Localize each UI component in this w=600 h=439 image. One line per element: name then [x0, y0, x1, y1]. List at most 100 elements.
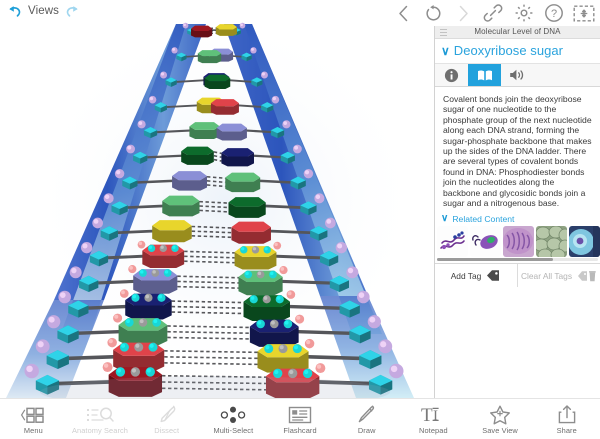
structure-header[interactable]: ∨ Deoxyribose sugar [435, 39, 600, 63]
tool-flashcard[interactable]: Flashcard [267, 399, 334, 439]
nucleotide-pair[interactable] [47, 313, 381, 347]
chevron-down-icon[interactable]: ∨ [441, 43, 450, 58]
nucleotide-pair[interactable] [35, 337, 393, 373]
deoxyribose-sugar [241, 52, 252, 62]
phosphate-group [314, 193, 325, 204]
add-tag-button[interactable]: Add Tag [435, 264, 517, 287]
tool-menu[interactable]: Menu [0, 399, 67, 439]
redo-arrow-icon[interactable] [64, 3, 81, 19]
atom-node [120, 289, 129, 298]
open-book-icon [477, 69, 492, 80]
related-content-scrollbar[interactable] [435, 257, 600, 262]
bottom-toolbar: Menu Anatomy Search Dissect [0, 398, 600, 439]
tab-definition[interactable] [468, 64, 501, 86]
deoxyribose-sugar [46, 350, 69, 369]
nucleotide-pair[interactable] [114, 168, 314, 193]
undo-arrow-icon[interactable] [6, 3, 23, 19]
nitrogenous-base [204, 74, 231, 89]
nitrogenous-base [189, 122, 220, 140]
tab-info[interactable] [435, 64, 468, 86]
deoxyribose-sugar [270, 126, 285, 139]
deoxyribose-sugar [319, 250, 339, 267]
tool-dissect[interactable]: Dissect [133, 399, 200, 439]
tool-save-view[interactable]: Save View [467, 399, 534, 439]
phosphate-group [335, 242, 348, 254]
views-control[interactable]: Views [6, 3, 81, 19]
atom-node [262, 295, 271, 304]
clear-all-tags-button[interactable]: Clear All Tags [517, 264, 600, 288]
phosphate-group [114, 168, 125, 179]
phosphate-group [239, 22, 246, 29]
settings-gear-icon[interactable] [511, 1, 536, 25]
back-chevron-icon[interactable] [391, 1, 416, 25]
tool-label: Save View [482, 426, 518, 435]
flashcard-icon [288, 404, 312, 425]
phosphate-group [58, 290, 71, 304]
multi-select-icon [218, 404, 248, 425]
related-content-header[interactable]: ∨ Related Content [435, 212, 600, 225]
atom-node [279, 266, 288, 275]
nucleotide-pair[interactable] [103, 193, 325, 218]
tab-audio[interactable] [501, 64, 534, 86]
atom-node [148, 342, 158, 352]
panel-drag-handle-icon[interactable] [440, 29, 447, 36]
help-icon[interactable]: ? [541, 1, 566, 25]
atom-node [251, 246, 260, 254]
thumbnail-bacterium[interactable] [470, 226, 501, 258]
nucleotide-pair[interactable] [171, 47, 257, 64]
nucleotide-pair[interactable] [126, 144, 302, 167]
grid-menu-icon [19, 404, 47, 425]
atom-node [125, 318, 134, 327]
phosphate-group [171, 47, 178, 54]
thumbnail-cells[interactable] [536, 226, 567, 258]
panel-title-bar[interactable]: Molecular Level of DNA [435, 26, 600, 39]
nitrogenous-base [231, 221, 271, 244]
info-panel: Molecular Level of DNA ∨ Deoxyribose sug… [434, 26, 600, 398]
chevron-down-icon-related[interactable]: ∨ [441, 213, 449, 225]
atom-node [292, 344, 302, 354]
deoxyribose-sugar [89, 250, 109, 267]
thumbnail-nucleus[interactable] [569, 226, 600, 258]
model-viewport[interactable] [0, 0, 434, 398]
phosphate-group [92, 217, 103, 229]
tag-icon [487, 270, 500, 282]
dna-double-helix-3d-model[interactable] [0, 0, 434, 398]
atom-node [144, 293, 153, 302]
fit-to-screen-icon[interactable] [571, 1, 596, 25]
scalpel-icon [155, 404, 179, 425]
tool-multi-select[interactable]: Multi-Select [200, 399, 267, 439]
tool-notepad[interactable]: T I Notepad [400, 399, 467, 439]
deoxyribose-sugar [133, 151, 148, 164]
svg-text:T: T [421, 405, 433, 425]
tool-label: Notepad [419, 426, 448, 435]
phosphate-group [260, 71, 268, 79]
nucleotide-pair[interactable] [92, 217, 336, 244]
tool-share[interactable]: Share [533, 399, 600, 439]
thumbnail-chromatin[interactable] [503, 226, 534, 258]
scrollbar-thumb[interactable] [437, 258, 553, 262]
link-icon[interactable] [481, 1, 506, 25]
tool-label: Multi-Select [213, 426, 254, 435]
atom-node [256, 270, 265, 279]
tool-anatomy-search[interactable]: Anatomy Search [67, 399, 134, 439]
nucleotide-pair[interactable] [80, 240, 348, 270]
panel-window-title: Molecular Level of DNA [474, 27, 561, 36]
nitrogenous-base [221, 148, 255, 167]
atom-node [107, 337, 117, 348]
nucleotide-pair[interactable] [24, 362, 404, 398]
tool-draw[interactable]: Draw [333, 399, 400, 439]
nucleotide-pair[interactable] [148, 95, 280, 115]
phosphate-group [346, 266, 359, 279]
nucleotide-pair[interactable] [137, 120, 291, 141]
nucleotide-pair[interactable] [160, 71, 268, 89]
nucleotide-pair[interactable] [69, 265, 359, 296]
atom-node [147, 244, 156, 253]
reset-rotate-icon[interactable] [421, 1, 446, 25]
phosphate-group [325, 217, 336, 229]
phosphate-group [282, 120, 291, 129]
thumbnail-dna-strand[interactable] [437, 226, 468, 258]
svg-text:?: ? [550, 8, 556, 20]
nucleotide-pair[interactable] [182, 22, 246, 38]
related-thumbnails-strip[interactable] [435, 225, 600, 258]
nucleotide-pair[interactable] [58, 289, 370, 322]
